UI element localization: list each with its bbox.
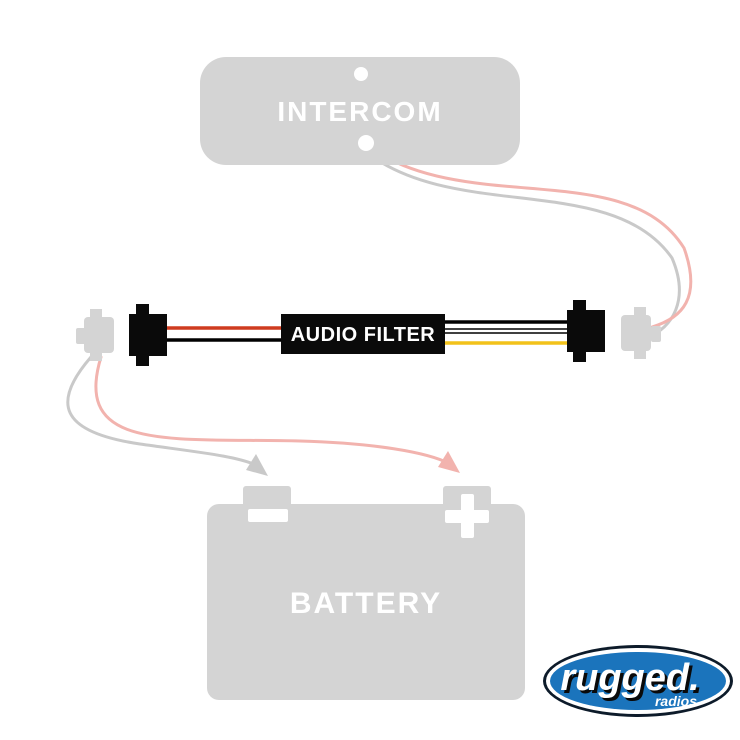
intercom-label: INTERCOM <box>277 96 442 127</box>
curve-wire-gray-top <box>364 150 681 339</box>
plus-icon <box>445 494 489 538</box>
arrowhead-positive-icon <box>438 451 460 473</box>
battery-body <box>207 504 525 700</box>
left-gray-connector-bottom-nub <box>90 351 102 361</box>
left-gray-connector <box>76 309 114 361</box>
right-gray-connector-body <box>621 315 651 351</box>
left-gray-connector-side-nub <box>76 328 86 344</box>
right-gray-connector <box>621 307 661 359</box>
right-black-connector-bottom-tab <box>573 351 586 362</box>
battery-label: BATTERY <box>290 587 442 620</box>
intercom-to-filter-wires <box>364 147 693 339</box>
audio-filter-assembly: AUDIO FILTER <box>76 300 661 366</box>
audio-filter-label: AUDIO FILTER <box>291 324 436 346</box>
curve-wire-pink-bottom <box>94 355 452 466</box>
curve-wire-pink-top <box>370 147 693 329</box>
audio-filter-box: AUDIO FILTER <box>281 314 445 354</box>
logo-wordmark: rugged. <box>560 657 699 699</box>
right-black-connector-body <box>567 310 605 352</box>
right-black-connector <box>567 300 605 362</box>
left-black-connector <box>129 304 167 366</box>
rugged-radios-logo: rugged. rugged. radios <box>543 645 733 717</box>
intercom: INTERCOM <box>200 57 520 165</box>
left-wires <box>167 326 282 342</box>
arrowhead-negative-icon <box>246 454 268 476</box>
audio-filter-body <box>281 314 445 354</box>
left-black-connector-top-tab <box>136 304 149 315</box>
left-gray-connector-body <box>84 317 114 353</box>
right-gray-connector-side-nub <box>651 326 661 342</box>
plus-icon-vertical <box>461 494 474 538</box>
intercom-body <box>200 57 520 165</box>
logo-wordmark-shadow: rugged. <box>563 660 702 702</box>
right-gray-connector-top-nub <box>634 307 646 317</box>
right-wires <box>445 320 568 345</box>
intercom-port-hole <box>358 135 374 151</box>
filter-to-battery-wires <box>66 355 460 476</box>
right-gray-connector-bottom-nub <box>634 349 646 359</box>
right-black-connector-top-tab <box>573 300 586 311</box>
intercom-top-hole <box>354 67 368 81</box>
minus-icon <box>248 509 288 522</box>
logo-sub-wordmark: radios <box>655 693 697 709</box>
curve-wire-gray-bottom <box>66 355 260 468</box>
left-gray-connector-top-nub <box>90 309 102 319</box>
left-black-connector-body <box>129 314 167 356</box>
logo-blue-oval <box>550 652 726 710</box>
battery: BATTERY <box>207 486 525 700</box>
left-black-connector-bottom-tab <box>136 355 149 366</box>
